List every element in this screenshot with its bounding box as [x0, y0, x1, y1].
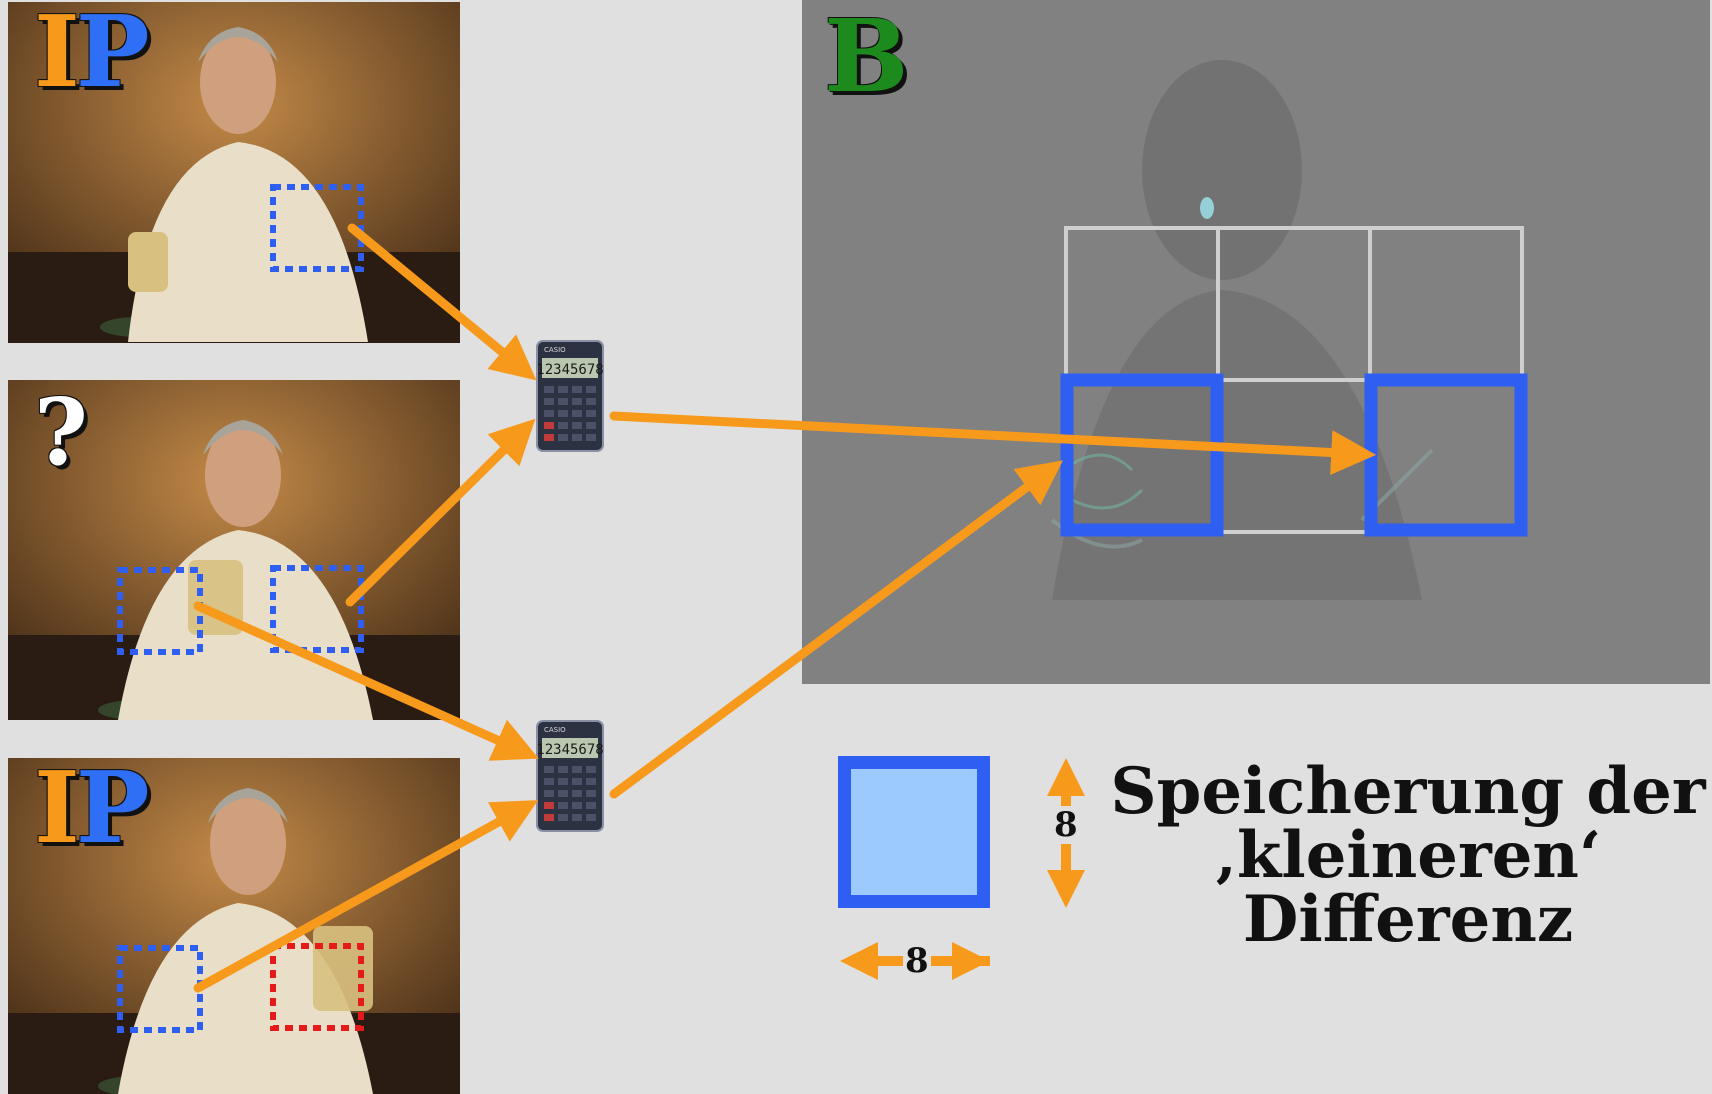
block-middle-left-blue [117, 567, 203, 655]
caption-line-1: Speicherung der [1110, 754, 1706, 829]
block-bottom-blue [117, 945, 203, 1033]
frame-b-difference: B [802, 0, 1710, 684]
frame-middle-label: ? [34, 380, 88, 486]
frame-bottom-ip: IP [8, 758, 460, 1094]
calculator-icon: CASIO 12345678 [536, 720, 604, 832]
calc-brand: CASIO [544, 346, 566, 354]
caption-line-2: ‚kleineren‘ [1214, 818, 1602, 893]
frame-top-ip: IP [8, 2, 460, 343]
frame-top-label: IP [34, 4, 150, 102]
frame-bottom-label: IP [34, 760, 150, 858]
label-p: P [75, 2, 150, 110]
legend-height-label: 8 [1054, 805, 1078, 845]
calculator-icon: CASIO 12345678 [536, 340, 604, 452]
frame-middle-b: ? [8, 380, 460, 720]
caption-line-3: Differenz [1242, 882, 1574, 957]
calc-display: 12345678 [536, 742, 603, 758]
legend-caption: Speicherung der ‚kleineren‘ Differenz [1108, 760, 1708, 952]
label-i: I [34, 758, 80, 866]
calc-brand: CASIO [544, 726, 566, 734]
calc-display: 12345678 [536, 362, 603, 378]
difference-image [802, 0, 1710, 684]
legend-width-label: 8 [903, 941, 931, 981]
legend-block [838, 756, 990, 908]
label-p: P [75, 758, 150, 866]
label-i: I [34, 2, 80, 110]
frame-b-label: B [824, 0, 909, 115]
